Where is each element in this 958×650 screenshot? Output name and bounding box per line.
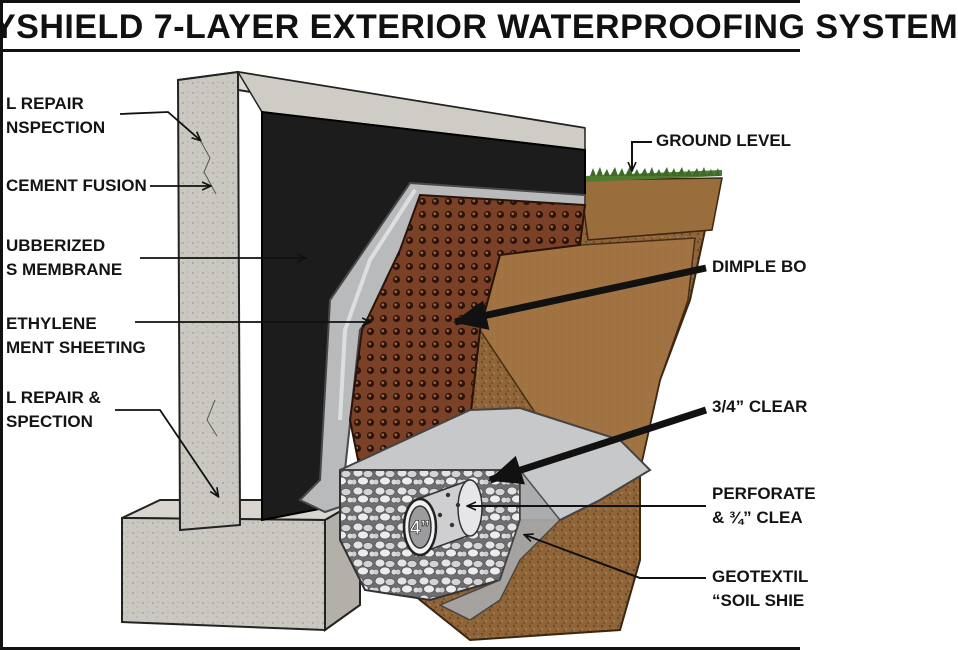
sheeting-highlight — [338, 188, 417, 421]
diagram-title: YSHIELD 7-LAYER EXTERIOR WATERPROOFING S… — [0, 8, 958, 46]
perforated-drain-pipe — [402, 478, 483, 557]
diagram-frame — [0, 0, 800, 650]
label-polyethylene-sheeting: ETHYLENE MENT SHEETING — [6, 314, 146, 357]
label-dimple-board: DIMPLE BO — [712, 257, 807, 276]
concrete-footing — [121, 498, 364, 632]
pipe-size-label: 4” — [410, 518, 430, 539]
label-geotextile: GEOTEXTIL “SOIL SHIE — [712, 567, 809, 610]
label-cement-fusion: CEMENT FUSION — [6, 176, 147, 195]
title-banner: YSHIELD 7-LAYER EXTERIOR WATERPROOFING S… — [0, 0, 958, 52]
waterproofing-cross-section: 4” — [115, 70, 723, 642]
label-wall-repair-inspection: L REPAIR NSPECTION — [6, 94, 106, 137]
left-leaders — [115, 111, 370, 496]
right-leaders — [453, 141, 708, 579]
geotextile-wrap — [438, 467, 562, 621]
label-clear-stone: 3/4” CLEAR — [712, 397, 808, 416]
label-wall-repair-inspection-2: L REPAIR & SPECTION — [6, 388, 101, 431]
label-perforated-pipe: PERFORATE & ¾” CLEA — [712, 484, 816, 527]
grass-strip — [585, 166, 722, 182]
label-ground-level: GROUND LEVEL — [656, 131, 792, 150]
label-rubberized-membrane: UBBERIZED S MEMBRANE — [6, 236, 123, 279]
